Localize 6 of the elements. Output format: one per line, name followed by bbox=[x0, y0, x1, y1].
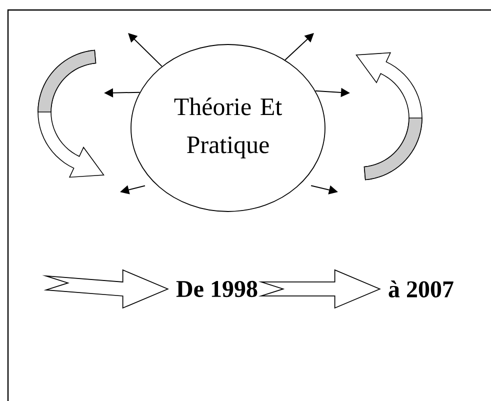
block-arrow bbox=[258, 269, 381, 309]
arrow bbox=[128, 33, 162, 67]
arrow bbox=[284, 33, 314, 60]
date-label: De 1998 bbox=[176, 280, 258, 298]
date-label: à 2007 bbox=[388, 280, 454, 298]
ellipse-node: Théorie Et Pratique bbox=[130, 44, 326, 212]
